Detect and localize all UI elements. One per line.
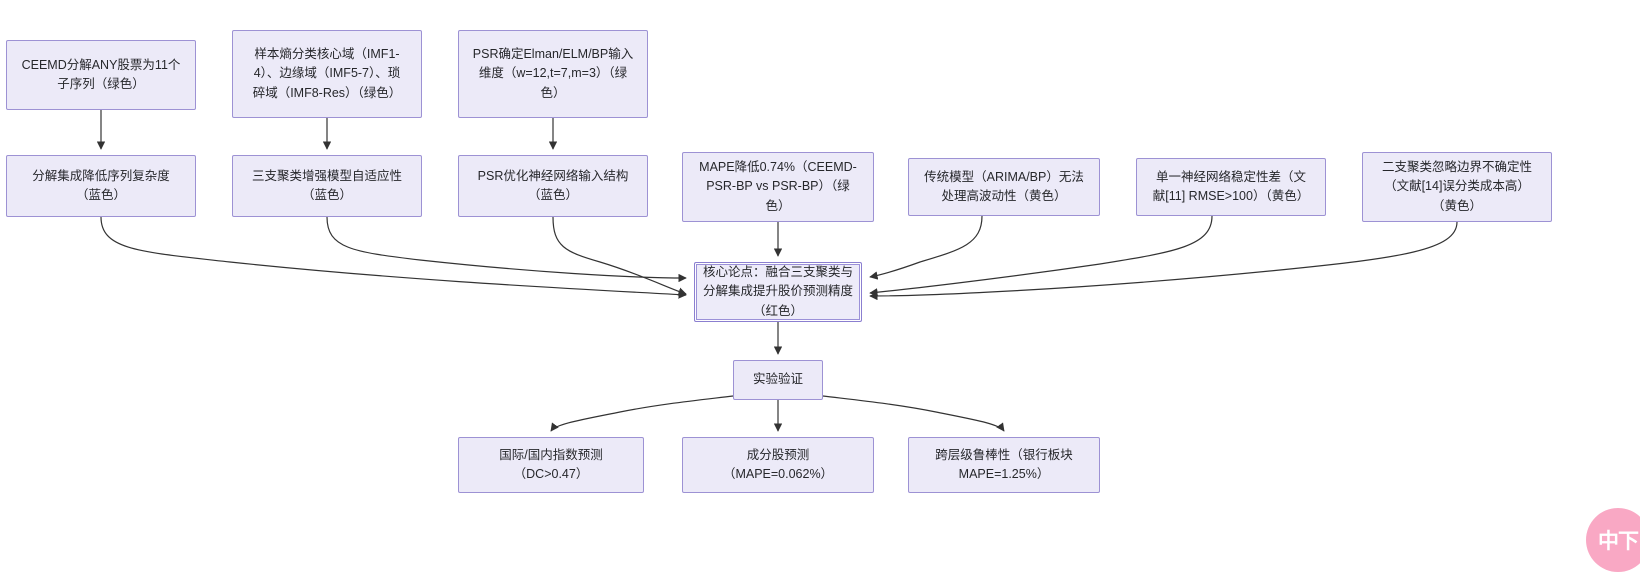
edge-exp-r1 — [550, 395, 734, 432]
node-label: 成分股预测 （MAPE=0.062%） — [722, 447, 834, 481]
node-label: PSR优化神经网络输入结构 （蓝色） — [477, 168, 629, 202]
edge-c2-core — [326, 216, 687, 283]
node-label: 跨层级鲁棒性（银行板块 MAPE=1.25%） — [935, 447, 1073, 481]
node-result-cross-level-robustness[interactable]: 跨层级鲁棒性（银行板块 MAPE=1.25%） — [908, 437, 1100, 493]
node-claim-psr-optimize-structure[interactable]: PSR优化神经网络输入结构 （蓝色） — [458, 155, 648, 217]
node-psr-input-dimension[interactable]: PSR确定Elman/ELM/BP输入 维度（w=12,t=7,m=3）（绿 色… — [458, 30, 648, 118]
node-sample-entropy-classification[interactable]: 样本熵分类核心域（IMF1- 4）、边缘域（IMF5-7）、琐 碎域（IMF8-… — [232, 30, 422, 118]
node-label: PSR确定Elman/ELM/BP输入 维度（w=12,t=7,m=3）（绿 色… — [472, 46, 634, 100]
node-core-thesis[interactable]: 核心论点：融合三支聚类与 分解集成提升股价预测精度 （红色） — [694, 262, 862, 322]
node-gap-traditional-models[interactable]: 传统模型（ARIMA/BP）无法 处理高波动性（黄色） — [908, 158, 1100, 216]
node-claim-three-way-clustering[interactable]: 三支聚类增强模型自适应性 （蓝色） — [232, 155, 422, 217]
node-label: 样本熵分类核心域（IMF1- 4）、边缘域（IMF5-7）、琐 碎域（IMF8-… — [252, 46, 402, 100]
node-claim-reduce-complexity[interactable]: 分解集成降低序列复杂度 （蓝色） — [6, 155, 196, 217]
node-experiment-validation[interactable]: 实验验证 — [733, 360, 823, 400]
edge-exp-r3 — [822, 395, 1005, 432]
node-label: CEEMD分解ANY股票为11个 子序列（绿色） — [21, 57, 181, 91]
edge-g3-core — [869, 221, 1458, 301]
node-ceemd-decomposition[interactable]: CEEMD分解ANY股票为11个 子序列（绿色） — [6, 40, 196, 110]
edge-c1-core — [100, 216, 687, 299]
node-gap-single-network-stability[interactable]: 单一神经网络稳定性差（文 献[11] RMSE>100）（黄色） — [1136, 158, 1326, 216]
node-result-index-forecast[interactable]: 国际/国内指数预测 （DC>0.47） — [458, 437, 644, 493]
node-label: 单一神经网络稳定性差（文 献[11] RMSE>100）（黄色） — [1152, 169, 1310, 203]
node-label: 核心论点：融合三支聚类与 分解集成提升股价预测精度 （红色） — [703, 264, 854, 318]
node-label: 分解集成降低序列复杂度 （蓝色） — [32, 168, 170, 202]
node-gap-two-way-clustering[interactable]: 二支聚类忽略边界不确定性 （文献[14]误分类成本高） （黄色） — [1362, 152, 1552, 222]
node-label: 实验验证 — [752, 372, 803, 387]
node-label: 国际/国内指数预测 （DC>0.47） — [499, 447, 603, 481]
node-evidence-mape-reduction[interactable]: MAPE降低0.74%（CEEMD- PSR-BP vs PSR-BP）（绿 色… — [682, 152, 874, 222]
node-label: MAPE降低0.74%（CEEMD- PSR-BP vs PSR-BP）（绿 色… — [699, 159, 857, 213]
edge-g2-core — [869, 215, 1213, 297]
node-label: 二支聚类忽略边界不确定性 （文献[14]误分类成本高） （黄色） — [1381, 159, 1532, 213]
node-result-constituent-stock[interactable]: 成分股预测 （MAPE=0.062%） — [682, 437, 874, 493]
edge-c3-core — [552, 216, 687, 296]
watermark-text: 中下 — [1598, 530, 1639, 553]
watermark-badge: 中下 — [1586, 508, 1640, 572]
node-label: 三支聚类增强模型自适应性 （蓝色） — [251, 168, 402, 202]
node-label: 传统模型（ARIMA/BP）无法 处理高波动性（黄色） — [924, 169, 1084, 203]
edge-g1-core — [869, 215, 983, 280]
